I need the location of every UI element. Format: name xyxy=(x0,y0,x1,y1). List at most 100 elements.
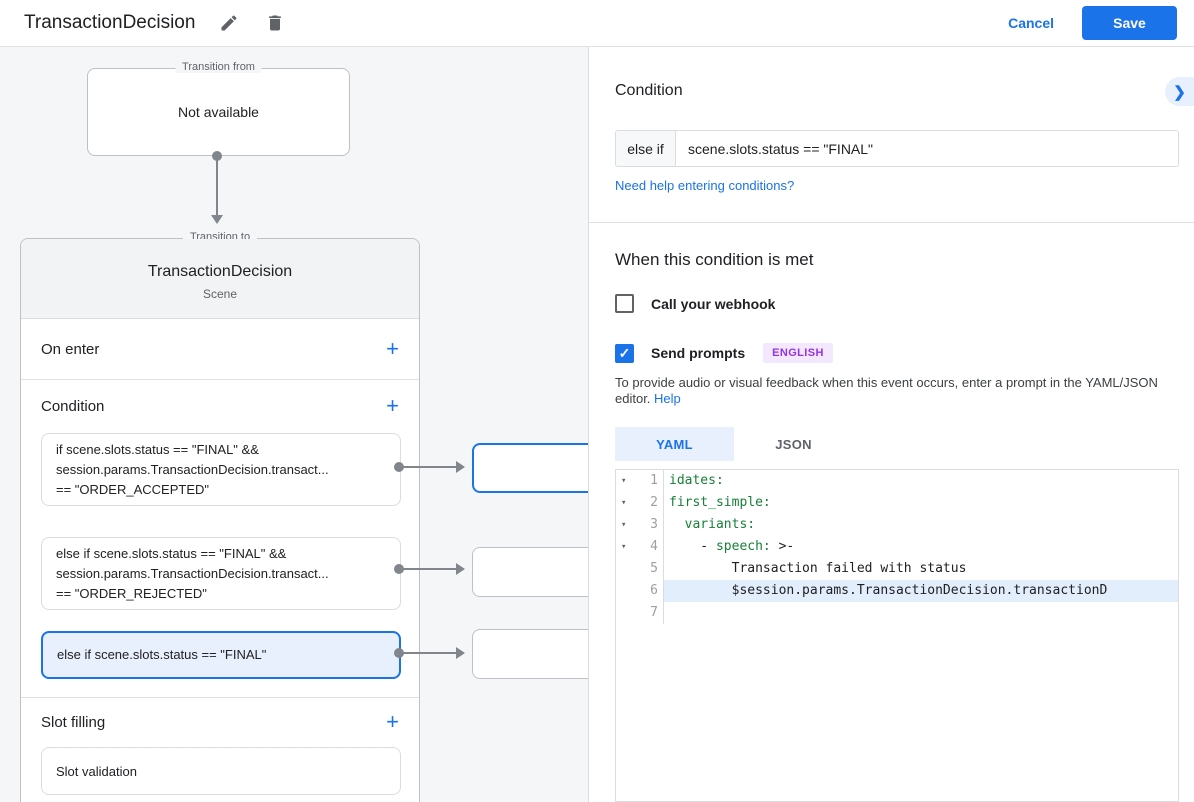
delete-scene-button[interactable] xyxy=(263,11,287,35)
code-line: ▾4 - speech: >- xyxy=(616,536,1178,558)
target-scene-box[interactable] xyxy=(472,443,602,493)
call-webhook-label: Call your webhook xyxy=(651,295,776,312)
prompt-helper-text: To provide audio or visual feedback when… xyxy=(615,375,1171,407)
panel-condition-heading: Condition xyxy=(615,82,683,99)
code-line: ▾3 variants: xyxy=(616,514,1178,536)
transition-from-box: Transition from Not available xyxy=(87,61,350,156)
condition-section-row: Condition + xyxy=(21,380,419,432)
send-prompts-checkbox[interactable]: ✓ xyxy=(615,343,634,363)
language-badge: ENGLISH xyxy=(763,343,833,363)
on-enter-label: On enter xyxy=(41,340,100,358)
scene-name: TransactionDecision xyxy=(147,262,293,280)
connector-line xyxy=(402,568,456,570)
slot-filling-label: Slot filling xyxy=(41,713,106,731)
arrow-right-icon xyxy=(456,461,465,473)
code-line-text[interactable]: first_simple: xyxy=(669,495,771,510)
edit-scene-button[interactable] xyxy=(217,11,241,35)
condition-card-line: else if scene.slots.status == "FINAL" xyxy=(57,647,267,662)
line-number: 7 xyxy=(650,605,658,620)
connector-line xyxy=(216,160,218,217)
tab-yaml[interactable]: YAML xyxy=(615,427,734,461)
target-scene-box[interactable] xyxy=(472,629,602,679)
condition-card-line: session.params.TransactionDecision.trans… xyxy=(56,461,329,477)
condition-section-label: Condition xyxy=(41,397,105,415)
slot-filling-row: Slot filling + xyxy=(21,698,419,746)
arrow-right-icon xyxy=(456,647,465,659)
scene-header: TransactionDecision Scene xyxy=(21,239,419,319)
arrow-right-icon xyxy=(456,563,465,575)
checkmark-icon: ✓ xyxy=(618,345,631,361)
code-line: 6 $session.params.TransactionDecision.tr… xyxy=(616,580,1178,602)
add-slot-button[interactable]: + xyxy=(386,709,399,734)
add-on-enter-button[interactable]: + xyxy=(386,336,399,361)
help-link[interactable]: Help xyxy=(654,391,681,406)
line-number: 1 xyxy=(650,473,658,488)
line-gutter: 7 xyxy=(616,602,664,624)
add-condition-button[interactable]: + xyxy=(386,393,399,418)
fold-arrow-icon[interactable]: ▾ xyxy=(621,542,627,552)
line-number: 2 xyxy=(650,495,658,510)
line-gutter: ▾3 xyxy=(616,514,664,536)
connector-dot xyxy=(394,564,404,574)
code-line-text[interactable]: - speech: >- xyxy=(669,539,795,554)
on-enter-row: On enter + xyxy=(21,319,419,379)
code-line-text[interactable]: variants: xyxy=(684,517,756,532)
condition-detail-panel: Condition ❯ else if Need help entering c… xyxy=(588,46,1194,802)
fold-arrow-icon[interactable]: ▾ xyxy=(621,498,627,508)
fold-arrow-icon[interactable]: ▾ xyxy=(621,476,627,486)
fold-spacer xyxy=(616,602,632,624)
condition-card[interactable]: else if scene.slots.status == "FINAL" &&… xyxy=(41,537,401,610)
line-gutter: ▾2 xyxy=(616,492,664,514)
connector-line xyxy=(402,466,456,468)
helper-text: To provide audio or visual feedback when… xyxy=(615,375,1158,406)
condition-card-line: session.params.TransactionDecision.trans… xyxy=(56,565,329,581)
transition-to-box: Transition to TransactionDecision Scene … xyxy=(20,231,420,802)
fold-spacer xyxy=(616,580,632,602)
code-line-text[interactable]: idates: xyxy=(669,473,724,488)
tab-json[interactable]: JSON xyxy=(734,427,853,461)
slot-validation-card[interactable]: Slot validation xyxy=(41,747,401,795)
condition-card[interactable]: if scene.slots.status == "FINAL" && sessi… xyxy=(41,433,401,506)
line-number: 3 xyxy=(650,517,658,532)
condition-card-line: == "ORDER_REJECTED" xyxy=(56,585,207,601)
panel-divider xyxy=(589,222,1194,223)
condition-card[interactable]: else if scene.slots.status == "FINAL" xyxy=(41,631,401,679)
line-gutter: ▾4 xyxy=(616,536,664,558)
connector-line xyxy=(402,652,456,654)
line-number: 4 xyxy=(650,539,658,554)
code-line-text[interactable]: $session.params.TransactionDecision.tran… xyxy=(664,580,1178,602)
fold-arrow-icon[interactable]: ▾ xyxy=(621,520,627,530)
transition-from-legend: Transition from xyxy=(175,61,262,73)
webhook-option-row: Call your webhook xyxy=(615,294,775,313)
arrow-down-icon xyxy=(211,215,223,224)
divider xyxy=(21,379,419,380)
line-number: 5 xyxy=(650,561,658,576)
condition-help-link[interactable]: Need help entering conditions? xyxy=(615,178,795,193)
condition-expression-input[interactable] xyxy=(676,131,1178,166)
code-line: 5 Transaction failed with status xyxy=(616,558,1178,580)
line-gutter: 5 xyxy=(616,558,664,580)
cancel-button[interactable]: Cancel xyxy=(1008,15,1054,31)
top-bar: TransactionDecision Cancel Save xyxy=(0,0,1194,47)
connector-dot xyxy=(212,151,222,161)
condition-expression-row: else if xyxy=(615,130,1179,167)
call-webhook-checkbox[interactable] xyxy=(615,294,634,313)
send-prompts-option-row: ✓ Send prompts ENGLISH xyxy=(615,343,833,363)
condition-card-line: if scene.slots.status == "FINAL" && xyxy=(56,441,259,457)
connector-dot xyxy=(394,462,404,472)
code-line-text[interactable] xyxy=(664,602,1178,624)
code-line: 7 xyxy=(616,602,1178,624)
transition-from-value: Not available xyxy=(178,104,259,120)
target-scene-box[interactable] xyxy=(472,547,602,597)
code-line-text[interactable]: Transaction failed with status xyxy=(669,561,967,576)
collapse-panel-button[interactable]: ❯ xyxy=(1165,77,1194,106)
line-gutter: ▾1 xyxy=(616,470,664,492)
save-button[interactable]: Save xyxy=(1082,6,1177,40)
fold-spacer xyxy=(616,558,632,580)
send-prompts-label: Send prompts xyxy=(651,345,746,361)
chevron-right-icon: ❯ xyxy=(1173,83,1186,101)
